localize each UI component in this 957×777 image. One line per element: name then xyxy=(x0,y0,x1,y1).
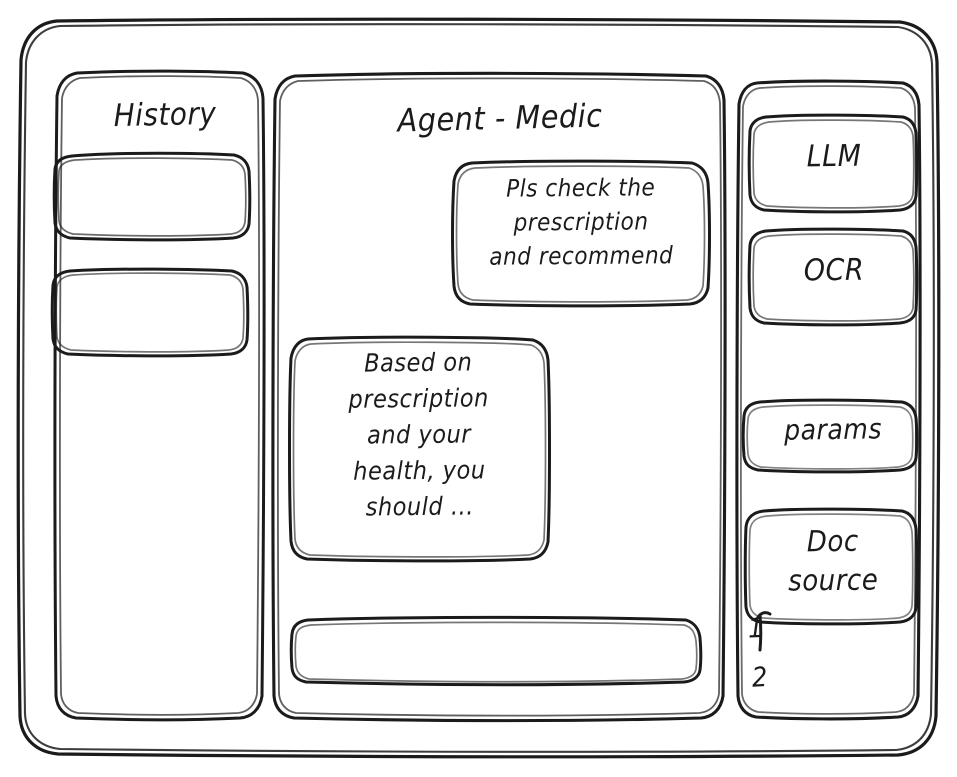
doc-source-item-2[interactable]: 2 xyxy=(751,661,769,694)
message-user-text: Pls check the prescription and recommend xyxy=(489,173,674,271)
message-bubble-user-outline xyxy=(451,159,711,308)
doc-list-tick xyxy=(755,611,772,652)
doc-source-item-1[interactable]: 1 xyxy=(747,612,765,645)
message-bubble-assistant-outline xyxy=(288,335,551,563)
message-assistant-text: Based on prescription and your health, y… xyxy=(348,347,489,522)
history-item-2-outline[interactable] xyxy=(50,267,250,358)
main-panel-outline xyxy=(271,71,727,723)
composer-input-outline[interactable] xyxy=(289,615,703,687)
history-panel-title: History xyxy=(113,95,217,135)
right-rail-outline xyxy=(735,79,922,721)
window-frame xyxy=(16,17,941,759)
llm-button-outline[interactable] xyxy=(747,113,919,214)
history-item-1-outline[interactable] xyxy=(52,151,252,242)
doc-source-button-outline[interactable] xyxy=(743,507,919,626)
ocr-button-label[interactable]: OCR xyxy=(803,252,865,289)
doc-source-button-label[interactable]: Doc source xyxy=(787,523,879,598)
params-button-outline[interactable] xyxy=(741,398,919,474)
ocr-button-outline[interactable] xyxy=(747,227,919,327)
history-panel-outline xyxy=(53,69,266,722)
params-button-label[interactable]: params xyxy=(783,412,883,447)
llm-button-label[interactable]: LLM xyxy=(806,138,862,175)
